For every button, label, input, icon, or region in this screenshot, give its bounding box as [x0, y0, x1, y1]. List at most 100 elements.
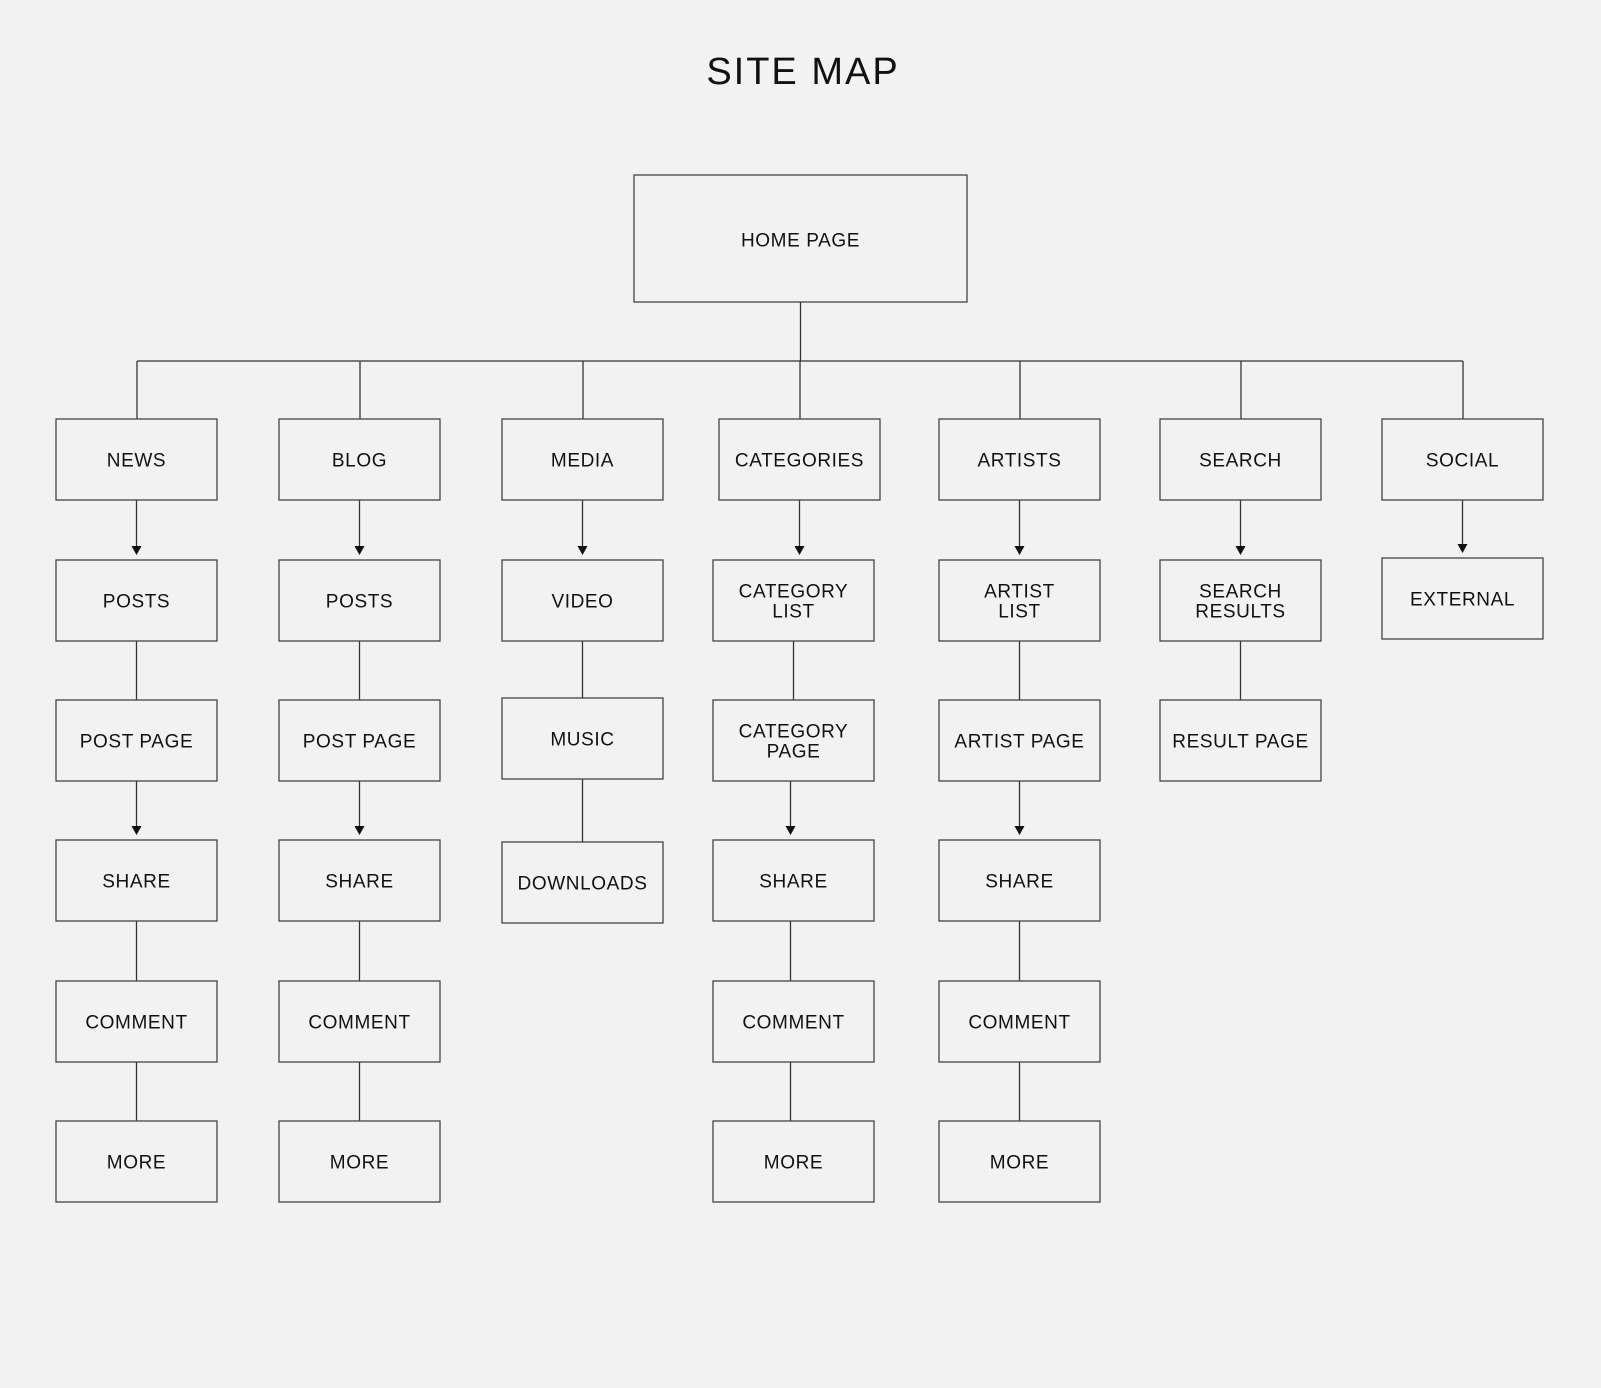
node-artists-more-label: MORE	[990, 1153, 1049, 1174]
connector-to-social-external-arrowhead	[1457, 544, 1468, 553]
node-social-box	[1381, 418, 1544, 501]
node-blog-posts: POSTS	[278, 559, 441, 642]
connector-to-news-posts-arrowhead	[131, 546, 142, 555]
node-blog-post-page: POST PAGE	[278, 699, 441, 782]
node-media-label: MEDIA	[551, 451, 614, 472]
connectors	[131, 302, 1468, 1121]
node-search-results-label: RESULTS	[1195, 602, 1285, 623]
node-artists-share: SHARE	[938, 839, 1101, 922]
node-media-music-box	[501, 697, 664, 780]
node-search-results-box	[1159, 559, 1322, 642]
node-artists-share-box	[938, 839, 1101, 922]
node-categories-share-label: SHARE	[759, 872, 827, 893]
node-news: NEWS	[55, 418, 218, 501]
node-category-page-box	[712, 699, 875, 782]
node-social-external: EXTERNAL	[1381, 557, 1544, 640]
node-blog-post-page-box	[278, 699, 441, 782]
node-news-more-label: MORE	[107, 1153, 166, 1174]
node-categories-more-label: MORE	[764, 1153, 823, 1174]
node-media-music: MUSIC	[501, 697, 664, 780]
connector-to-search-results-arrowhead	[1235, 546, 1246, 555]
connector-to-category-list-arrowhead	[794, 546, 805, 555]
node-home-page-box	[633, 174, 968, 303]
node-news-comment: COMMENT	[55, 980, 218, 1063]
node-blog-posts-label: POSTS	[326, 592, 393, 613]
node-categories-more: MORE	[712, 1120, 875, 1203]
node-artists-more-box	[938, 1120, 1101, 1203]
node-search-results-label: SEARCH	[1199, 582, 1282, 603]
node-category-page-label: CATEGORY	[739, 722, 849, 743]
node-categories-comment: COMMENT	[712, 980, 875, 1063]
node-artists-more: MORE	[938, 1120, 1101, 1203]
node-blog-label: BLOG	[332, 451, 387, 472]
node-artist-list-label: ARTIST	[984, 582, 1055, 603]
node-news-label: NEWS	[107, 451, 166, 472]
node-media-downloads: DOWNLOADS	[501, 841, 664, 924]
diagram-title: SITE MAP	[706, 51, 899, 93]
node-home-page-label: HOME PAGE	[741, 231, 860, 252]
node-media-box	[501, 418, 664, 501]
node-media: MEDIA	[501, 418, 664, 501]
node-news-posts-label: POSTS	[103, 592, 170, 613]
node-artists-comment: COMMENT	[938, 980, 1101, 1063]
node-news-post-page: POST PAGE	[55, 699, 218, 782]
node-result-page-label: RESULT PAGE	[1172, 732, 1308, 753]
node-media-video-label: VIDEO	[551, 592, 613, 613]
nodes: HOME PAGE NEWS POSTS POST PAGE SHARE COMMENT M…	[55, 174, 1544, 1203]
node-result-page: RESULT PAGE	[1159, 699, 1322, 782]
node-search-label: SEARCH	[1199, 451, 1282, 472]
connector-to-artists-share-arrowhead	[1014, 826, 1025, 835]
node-news-share-label: SHARE	[102, 872, 170, 893]
node-blog-comment-box	[278, 980, 441, 1063]
connector-to-blog-posts-arrowhead	[354, 546, 365, 555]
node-categories-comment-box	[712, 980, 875, 1063]
node-blog-box	[278, 418, 441, 501]
node-blog-share-box	[278, 839, 441, 922]
node-category-list-box	[712, 559, 875, 642]
connector-to-media-video-arrowhead	[577, 546, 588, 555]
node-blog-more-label: MORE	[330, 1153, 389, 1174]
node-news-posts-box	[55, 559, 218, 642]
node-blog-share: SHARE	[278, 839, 441, 922]
connector-to-blog-share-arrowhead	[354, 826, 365, 835]
node-artists-box	[938, 418, 1101, 501]
node-blog-share-label: SHARE	[325, 872, 393, 893]
node-media-downloads-box	[501, 841, 664, 924]
node-categories-share-box	[712, 839, 875, 922]
node-media-video-box	[501, 559, 664, 642]
node-social-external-label: EXTERNAL	[1410, 590, 1515, 611]
node-media-music-label: MUSIC	[550, 730, 614, 751]
node-categories-label: CATEGORIES	[735, 451, 864, 472]
node-category-list-label: CATEGORY	[739, 582, 849, 603]
node-artists: ARTISTS	[938, 418, 1101, 501]
connector-to-categories-share-arrowhead	[785, 826, 796, 835]
node-blog-post-page-label: POST PAGE	[303, 732, 416, 753]
node-social: SOCIAL	[1381, 418, 1544, 501]
connector-to-news-share-arrowhead	[131, 826, 142, 835]
node-news-share: SHARE	[55, 839, 218, 922]
node-artists-share-label: SHARE	[985, 872, 1053, 893]
node-artist-list-label: LIST	[998, 602, 1041, 623]
node-news-share-box	[55, 839, 218, 922]
node-news-posts: POSTS	[55, 559, 218, 642]
node-news-post-page-box	[55, 699, 218, 782]
node-news-more-box	[55, 1120, 218, 1203]
node-home-page: HOME PAGE	[633, 174, 968, 303]
node-result-page-box	[1159, 699, 1322, 782]
node-blog-more: MORE	[278, 1120, 441, 1203]
node-news-box	[55, 418, 218, 501]
node-category-list-label: LIST	[772, 602, 815, 623]
node-news-more: MORE	[55, 1120, 218, 1203]
node-blog-comment: COMMENT	[278, 980, 441, 1063]
node-artists-comment-label: COMMENT	[968, 1013, 1070, 1034]
node-blog-comment-label: COMMENT	[308, 1013, 410, 1034]
node-categories-more-box	[712, 1120, 875, 1203]
node-artists-label: ARTISTS	[977, 451, 1061, 472]
node-artist-page-box	[938, 699, 1101, 782]
node-artist-list-box	[938, 559, 1101, 642]
node-media-video: VIDEO	[501, 559, 664, 642]
